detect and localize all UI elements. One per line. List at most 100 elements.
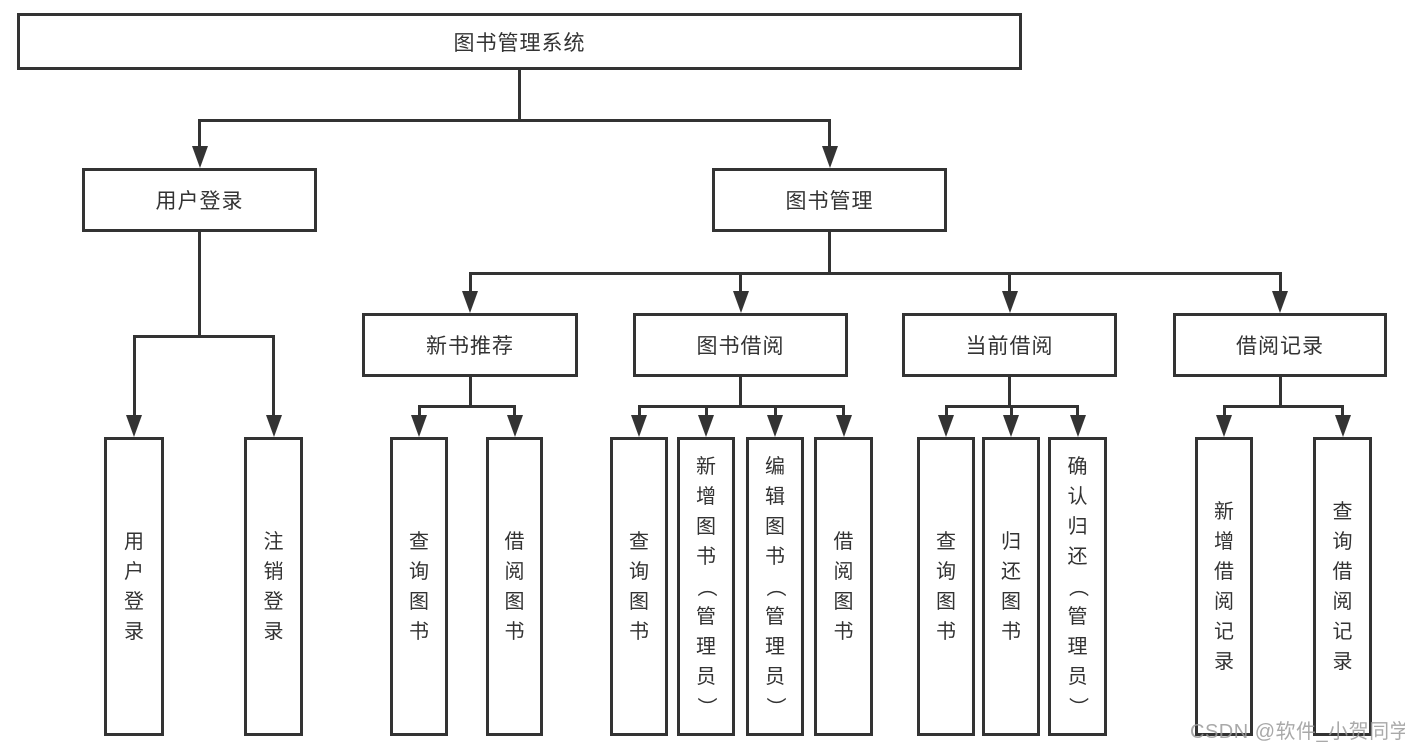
node-leaf-logout: 注销登录 [244, 437, 303, 736]
node-label-char: （ [764, 576, 786, 597]
arrowhead-icon [732, 291, 749, 313]
connector-stub-new-book-rec [468, 377, 472, 408]
connector-rail-new-book-rec [417, 405, 516, 408]
node-label-char: 图 [765, 515, 785, 538]
node-label-char: 查 [629, 530, 649, 553]
node-bb-edit-books: 编辑图书（管理员） [746, 437, 804, 736]
node-label-char: 图 [409, 590, 429, 613]
node-new-book-rec: 新书推荐 [362, 313, 578, 377]
arrowhead-icon [1001, 291, 1018, 313]
node-label-char: 查 [936, 530, 956, 553]
arrowhead-icon [1003, 415, 1019, 437]
connector-drop-book-mgmt [828, 119, 831, 150]
node-root: 图书管理系统 [17, 13, 1022, 70]
node-label-char: 图 [504, 590, 525, 613]
node-label-char: 管 [765, 605, 785, 628]
node-nbr-query-books: 查询图书 [390, 437, 448, 736]
connector-stub-book-mgmt [828, 232, 831, 275]
node-label-char: 辑 [765, 485, 785, 508]
node-br-add-record: 新增借阅记录 [1195, 437, 1253, 736]
node-label-char: 书 [1001, 620, 1021, 643]
arrowhead-icon [1334, 415, 1351, 437]
node-label-char: 管 [696, 605, 716, 628]
node-label-char: 书 [409, 620, 429, 643]
node-label-char: 员 [1067, 665, 1088, 688]
node-label-char: 录 [1214, 650, 1234, 673]
node-label-char: 图 [696, 515, 716, 538]
node-label-char: 记 [1214, 620, 1234, 643]
arrowhead-icon [835, 415, 852, 437]
node-label-char: 增 [696, 485, 716, 508]
node-bb-borrow-books: 借阅图书 [814, 437, 873, 736]
node-label-char: ） [695, 696, 717, 717]
node-label-char: 书 [765, 545, 785, 568]
connector-stub-root [518, 70, 521, 122]
node-label-char: 阅 [1332, 590, 1353, 613]
node-label-char: 借 [1214, 560, 1234, 583]
arrowhead-icon [938, 415, 954, 437]
connector-stub-user-login [198, 232, 201, 338]
arrowhead-icon [631, 415, 647, 437]
node-label-char: 确 [1067, 455, 1088, 478]
arrowhead-icon [1069, 415, 1086, 437]
connector-drop-borrow-records [1278, 272, 1282, 295]
node-label-char: ） [764, 696, 786, 717]
arrowhead-icon [462, 291, 478, 313]
arrowhead-icon [506, 415, 523, 437]
node-nbr-borrow-books: 借阅图书 [486, 437, 543, 736]
node-label-char: 书 [696, 545, 716, 568]
connector-drop-nbr-query-books [417, 405, 421, 419]
node-label-char: 编 [765, 455, 785, 478]
arrowhead-icon [1216, 415, 1232, 437]
connector-drop-new-book-rec [468, 272, 472, 295]
node-label: 当前借阅 [965, 335, 1054, 358]
node-label-char: 阅 [1214, 590, 1234, 613]
arrowhead-icon [411, 415, 427, 437]
node-label-char: 查 [409, 530, 429, 553]
node-label-char: 销 [263, 560, 284, 583]
node-label: 用户登录 [155, 190, 244, 213]
node-label-char: 登 [124, 590, 144, 613]
node-label-char: 图 [833, 590, 854, 613]
node-label-char: 归 [1001, 530, 1021, 553]
node-label-char: 询 [936, 560, 956, 583]
node-label-char: 借 [1332, 560, 1353, 583]
node-label-char: 认 [1067, 485, 1088, 508]
connector-rail-book-borrow [637, 405, 845, 408]
connector-drop-bb-borrow-books [842, 405, 845, 419]
node-label-char: 书 [629, 620, 649, 643]
arrowhead-icon [265, 415, 282, 437]
node-label-char: 注 [263, 530, 284, 553]
node-label-char: 图 [629, 590, 649, 613]
node-book-borrow: 图书借阅 [633, 313, 848, 377]
arrowhead-icon [126, 415, 142, 437]
node-label-char: 还 [1001, 560, 1021, 583]
node-label-char: 借 [504, 530, 525, 553]
node-label: 图书管理系统 [453, 31, 586, 55]
connector-rail-book-mgmt [468, 272, 1282, 275]
connector-drop-leaf-user-login [132, 335, 136, 419]
connector-drop-nbr-borrow-books [513, 405, 516, 419]
node-label: 新书推荐 [426, 335, 514, 358]
node-label-char: 书 [504, 620, 525, 643]
node-current-borrow: 当前借阅 [902, 313, 1117, 377]
arrowhead-icon [191, 146, 208, 168]
connector-drop-bb-query-books [637, 405, 641, 419]
node-label-char: 用 [124, 530, 144, 553]
node-label-char: 员 [765, 665, 785, 688]
node-cb-confirm-return: 确认归还（管理员） [1048, 437, 1107, 736]
node-cb-query-books: 查询图书 [917, 437, 975, 736]
node-leaf-user-login: 用户登录 [104, 437, 164, 736]
connector-drop-cb-query-books [944, 405, 948, 419]
node-label-char: （ [695, 576, 717, 597]
node-label-char: 记 [1332, 620, 1353, 643]
connector-stub-book-borrow [739, 377, 742, 408]
node-label-char: 新 [696, 455, 716, 478]
connector-drop-current-borrow [1008, 272, 1011, 295]
node-br-query-record: 查询借阅记录 [1313, 437, 1372, 736]
node-borrow-records: 借阅记录 [1173, 313, 1387, 377]
node-label-char: 户 [124, 560, 144, 583]
connector-drop-bb-add-books [704, 405, 708, 419]
node-label-char: 书 [936, 620, 956, 643]
